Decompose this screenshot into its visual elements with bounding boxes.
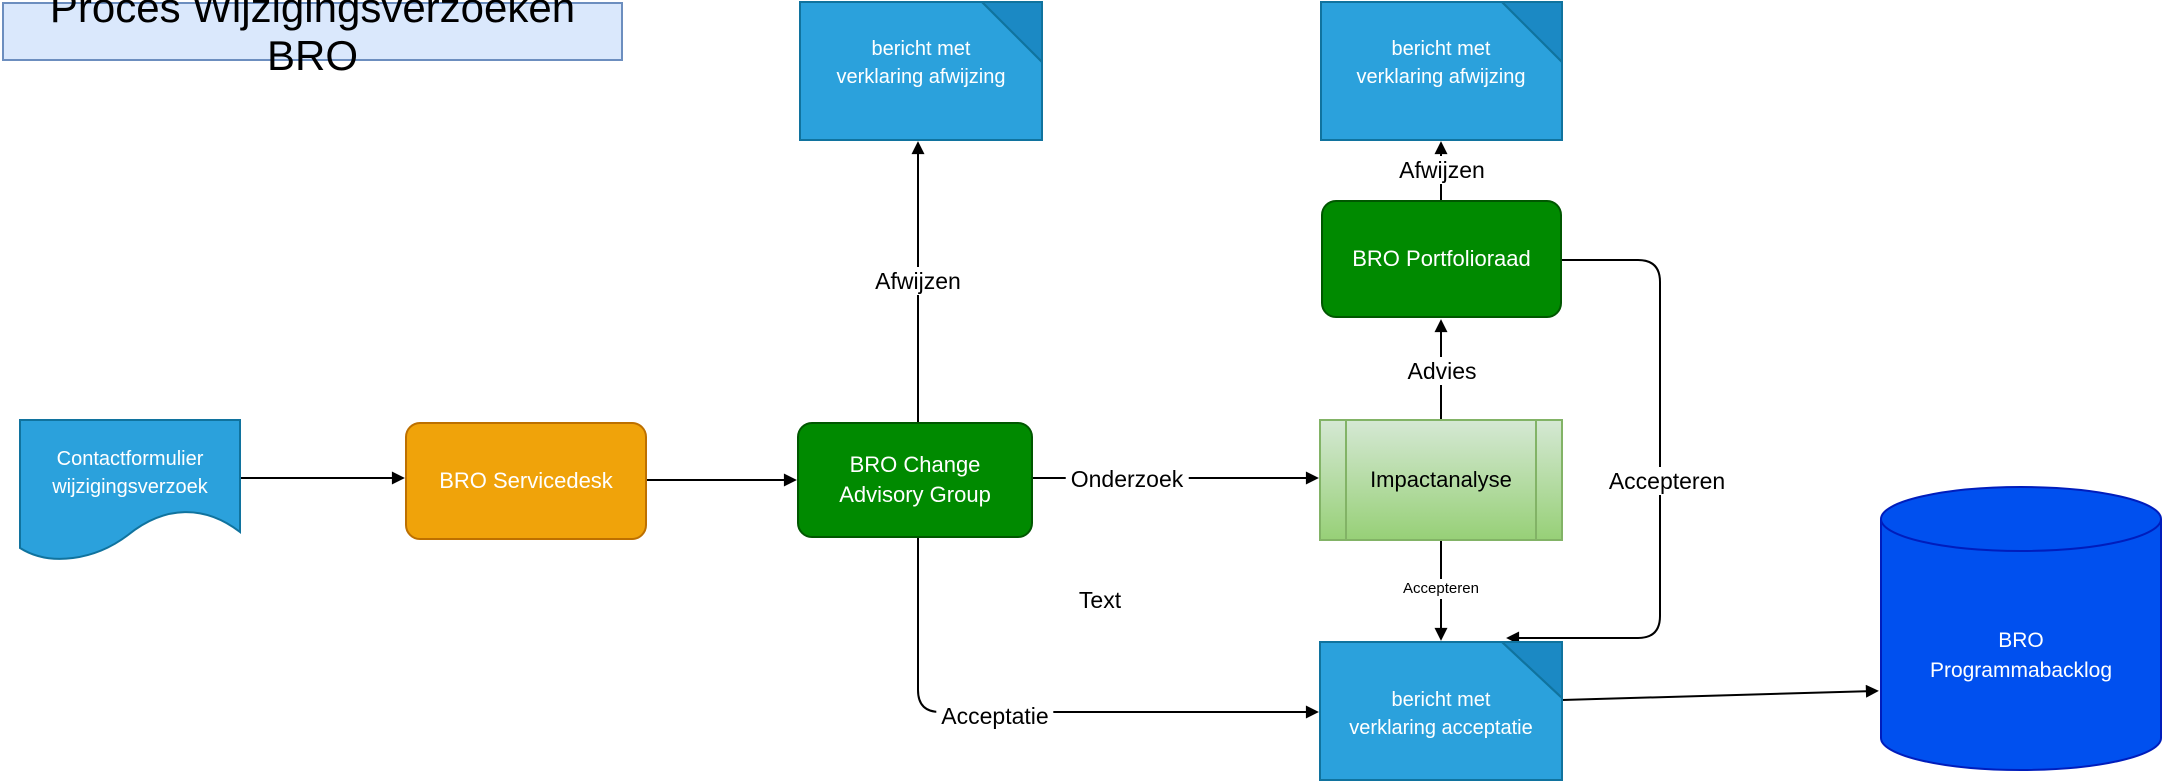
edge-label-accepteren-portfolioraad: Accepteren — [1603, 467, 1731, 495]
node-bericht-afwijzing-cag — [799, 1, 1043, 141]
label-programmabacklog: BRO Programmabacklog — [1929, 629, 2113, 682]
label-bericht-afwijzing-cag: bericht met verklaring afwijzing — [836, 38, 1006, 88]
edge-label-afwijzen-cag: Afwijzen — [870, 267, 966, 295]
label-impactanalyse: Impactanalyse — [1370, 467, 1512, 492]
node-programmabacklog-database — [1880, 486, 2162, 771]
edge-label-onderzoek: Onderzoek — [1065, 465, 1189, 493]
node-servicedesk: BRO Servicedesk — [405, 422, 647, 540]
node-portfolioraad: BRO Portfolioraad — [1321, 200, 1562, 318]
edge-cag-acceptatie-doc — [917, 538, 1319, 719]
diagram-title: Proces Wijzigingsverzoeken BRO — [2, 0, 623, 79]
node-bericht-afwijzing-portfolioraad — [1320, 1, 1563, 141]
node-bericht-acceptatie — [1319, 641, 1563, 781]
node-contactformulier-document — [19, 419, 241, 560]
edge-label-afwijzen-portfolioraad: Afwijzen — [1394, 156, 1490, 184]
free-text-annotation: Text — [1073, 586, 1127, 614]
label-bericht-afwijzing-portfolioraad: bericht met verklaring afwijzing — [1356, 38, 1526, 88]
edge-label-acceptatie: Acceptatie — [936, 702, 1054, 730]
label-contactformulier: Contactformulier wijzigingsverzoek — [52, 448, 208, 498]
edge-label-advies: Advies — [1402, 357, 1482, 385]
label-bericht-acceptatie: bericht met verklaring acceptatie — [1349, 689, 1533, 739]
node-impactanalyse — [1319, 419, 1563, 541]
edge-acceptatie-doc-backlog — [1561, 684, 1879, 701]
edge-portfolioraad-acceptatie-doc — [1506, 259, 1661, 645]
edge-label-accepteren-impactanalyse: Accepteren — [1398, 579, 1484, 599]
node-change-advisory-group: BRO Change Advisory Group — [797, 422, 1033, 538]
